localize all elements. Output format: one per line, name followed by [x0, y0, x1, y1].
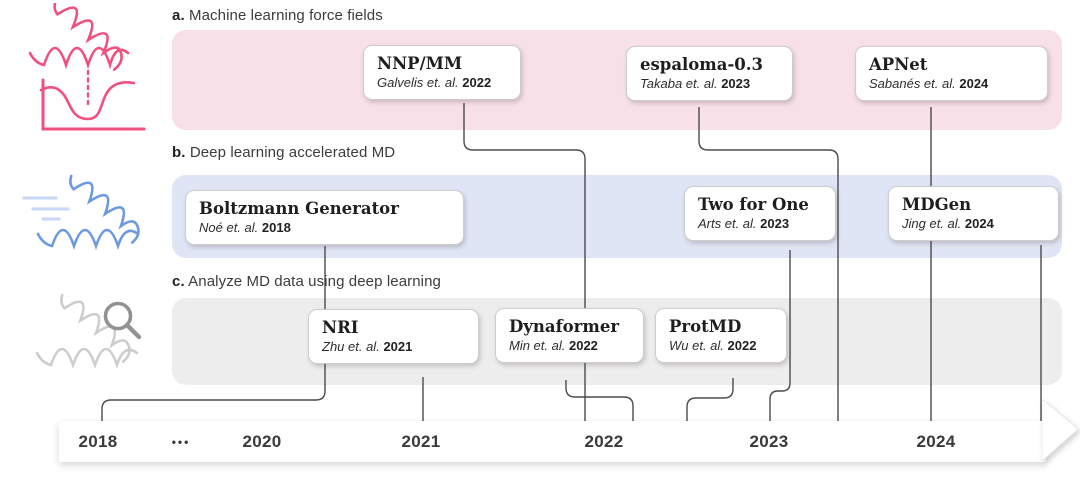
paper-citation: Zhu et. al. 2021	[322, 338, 466, 355]
paper-card-boltzmann-generator: Boltzmann Generator Noé et. al. 2018	[185, 190, 464, 245]
paper-card-protmd: ProtMD Wu et. al. 2022	[655, 308, 787, 363]
section-title-b: Deep learning accelerated MD	[189, 144, 396, 161]
section-title-a: Machine learning force fields	[189, 7, 383, 24]
paper-card-apnet: APNet Sabanés et. al. 2024	[855, 46, 1048, 101]
paper-title: NRI	[322, 318, 359, 337]
paper-citation: Min et. al. 2022	[509, 337, 631, 354]
paper-card-mdgen: MDGen Jing et. al. 2024	[888, 186, 1059, 241]
timeline-year-2018: 2018	[78, 432, 118, 451]
speed-lines	[22, 196, 70, 221]
paper-citation: Jing et. al. 2024	[902, 215, 1046, 232]
paper-year: 2024	[959, 76, 989, 91]
paper-citation: Arts et. al. 2023	[698, 215, 823, 232]
paper-year: 2022	[462, 75, 492, 90]
timeline-bar	[59, 421, 1046, 462]
paper-card-nri: NRI Zhu et. al. 2021	[308, 309, 479, 364]
paper-authors: Sabanés et. al.	[869, 76, 956, 91]
paper-citation: Takaba et. al. 2023	[640, 75, 780, 92]
paper-card-nnpmm: NNP/MM Galvelis et. al. 2022	[363, 45, 521, 100]
paper-title: APNet	[869, 55, 928, 74]
paper-year: 2023	[721, 76, 751, 91]
paper-title: NNP/MM	[377, 54, 463, 73]
paper-title: Boltzmann Generator	[199, 199, 399, 218]
paper-authors: Takaba et. al.	[640, 76, 718, 91]
paper-citation: Galvelis et. al. 2022	[377, 74, 508, 91]
section-label-c: c. Analyze MD data using deep learning	[172, 273, 441, 290]
accelerated-molecule-icon	[22, 174, 140, 251]
section-letter-b: b.	[172, 144, 186, 161]
connector-espaloma-2023	[698, 107, 839, 423]
section-letter-a: a.	[172, 7, 185, 24]
paper-citation: Noé et. al. 2018	[199, 219, 451, 236]
section-label-a: a. Machine learning force fields	[172, 7, 383, 24]
timeline-year-2023: 2023	[749, 432, 789, 451]
paper-title: espaloma-0.3	[640, 55, 763, 74]
paper-title: ProtMD	[669, 317, 742, 336]
connector-dynaformer-2022	[565, 380, 634, 423]
molecule-magnifier-icon	[35, 293, 142, 370]
timeline-year-2020: 2020	[242, 432, 282, 451]
paper-citation: Wu et. al. 2022	[669, 337, 774, 354]
timeline-ellipsis: •••	[171, 435, 191, 449]
paper-citation: Sabanés et. al. 2024	[869, 75, 1035, 92]
connector-boltzmann-2018	[101, 246, 326, 423]
magnifier-glass	[103, 301, 142, 340]
timeline-year-2021: 2021	[401, 432, 441, 451]
paper-title: MDGen	[902, 195, 972, 214]
timeline-year-2022: 2022	[584, 432, 624, 451]
connector-protmd-2022	[686, 378, 734, 423]
paper-authors: Noé et. al.	[199, 220, 259, 235]
paper-card-two-for-one: Two for One Arts et. al. 2023	[684, 186, 836, 241]
paper-authors: Jing et. al.	[902, 216, 962, 231]
paper-title: Dynaformer	[509, 317, 620, 336]
paper-title: Two for One	[698, 195, 809, 214]
paper-authors: Arts et. al.	[698, 216, 757, 231]
paper-year: 2024	[964, 216, 994, 231]
paper-year: 2022	[727, 338, 757, 353]
paper-year: 2023	[760, 216, 790, 231]
section-letter-c: c.	[172, 273, 185, 290]
paper-card-espaloma: espaloma-0.3 Takaba et. al. 2023	[626, 46, 793, 101]
section-label-b: b. Deep learning accelerated MD	[172, 144, 395, 161]
paper-card-dynaformer: Dynaformer Min et. al. 2022	[495, 308, 644, 363]
paper-authors: Min et. al.	[509, 338, 566, 353]
paper-year: 2018	[261, 220, 291, 235]
connector-nnpmm-2022	[463, 103, 586, 423]
paper-authors: Galvelis et. al.	[377, 75, 459, 90]
paper-year: 2021	[383, 339, 413, 354]
paper-authors: Zhu et. al.	[322, 339, 380, 354]
timeline-arrow-icon	[1042, 398, 1079, 462]
molecule-energy-well-icon	[28, 3, 146, 131]
section-title-c: Analyze MD data using deep learning	[188, 273, 441, 290]
paper-year: 2022	[568, 338, 598, 353]
timeline-year-2024: 2024	[916, 432, 956, 451]
connector-twoforone-2023	[769, 250, 791, 423]
paper-authors: Wu et. al.	[669, 338, 724, 353]
